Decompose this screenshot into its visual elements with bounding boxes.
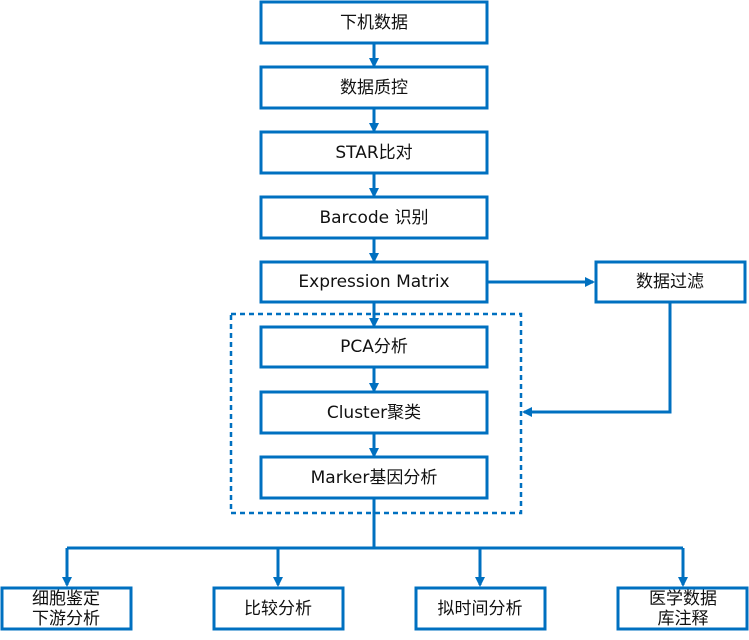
node-pca-label: PCA分析 — [340, 337, 408, 357]
output-compare-label: 比较分析 — [244, 599, 312, 619]
node-cluster-label: Cluster聚类 — [327, 403, 421, 423]
output-annotation-line1: 医学数据 — [649, 589, 717, 609]
node-filter-label: 数据过滤 — [636, 272, 704, 292]
node-matrix: Expression Matrix — [259, 260, 489, 304]
output-compare: 比较分析 — [212, 586, 345, 631]
node-marker: Marker基因分析 — [259, 455, 489, 500]
output-pseudotime: 拟时间分析 — [414, 586, 547, 631]
node-qc: 数据质控 — [259, 65, 489, 110]
node-barcode-label: Barcode 识别 — [319, 208, 428, 228]
node-matrix-label: Expression Matrix — [298, 272, 449, 292]
node-star-label: STAR比对 — [335, 143, 412, 163]
node-filter: 数据过滤 — [594, 260, 747, 304]
output-cell-id-line1: 细胞鉴定 — [32, 589, 100, 609]
node-star: STAR比对 — [259, 130, 489, 175]
arrow-filter-to-group — [522, 302, 672, 417]
node-cluster: Cluster聚类 — [259, 390, 489, 435]
analysis-group-frame — [229, 312, 523, 515]
output-annotation: 医学数据 库注释 — [616, 586, 749, 631]
node-barcode: Barcode 识别 — [259, 195, 489, 240]
node-raw-data: 下机数据 — [259, 0, 489, 45]
node-pca: PCA分析 — [259, 325, 489, 369]
output-annotation-line2: 库注释 — [658, 609, 709, 629]
output-cell-id-line2: 下游分析 — [32, 609, 100, 629]
node-qc-label: 数据质控 — [340, 78, 408, 98]
node-raw-data-label: 下机数据 — [340, 13, 408, 33]
output-cell-id: 细胞鉴定 下游分析 — [0, 586, 133, 631]
output-pseudotime-label: 拟时间分析 — [438, 599, 523, 619]
node-marker-label: Marker基因分析 — [311, 468, 438, 488]
